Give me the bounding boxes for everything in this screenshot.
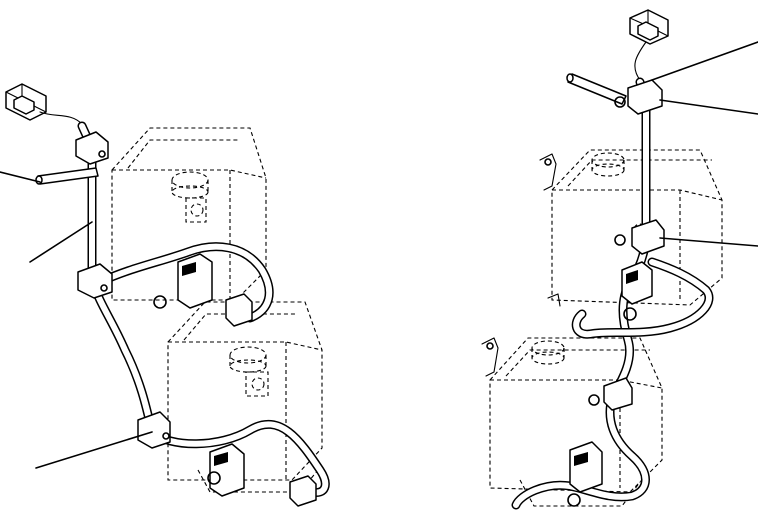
lower-reservoir-tank xyxy=(167,301,323,493)
pipe xyxy=(566,73,627,105)
electrical-connector xyxy=(5,83,83,125)
leader-line xyxy=(35,431,153,469)
leader-line xyxy=(651,41,758,81)
left-view xyxy=(0,83,330,507)
leader-line xyxy=(659,99,758,115)
callout-leaders-left xyxy=(0,171,153,469)
electrical-connector xyxy=(629,9,669,81)
washer-motor xyxy=(567,261,653,507)
callout-leaders-right xyxy=(651,41,758,247)
harness-wire xyxy=(511,77,714,510)
leader-line xyxy=(659,237,758,247)
upper-reservoir-tank xyxy=(111,127,267,301)
harness-clamp xyxy=(588,79,665,411)
harness-wire xyxy=(77,121,330,498)
washer-motor xyxy=(153,253,317,507)
right-view xyxy=(481,9,758,510)
harness-clamp xyxy=(75,131,171,449)
leader-line xyxy=(0,171,41,183)
leader-line xyxy=(29,221,93,263)
mounting-lug xyxy=(481,153,561,377)
